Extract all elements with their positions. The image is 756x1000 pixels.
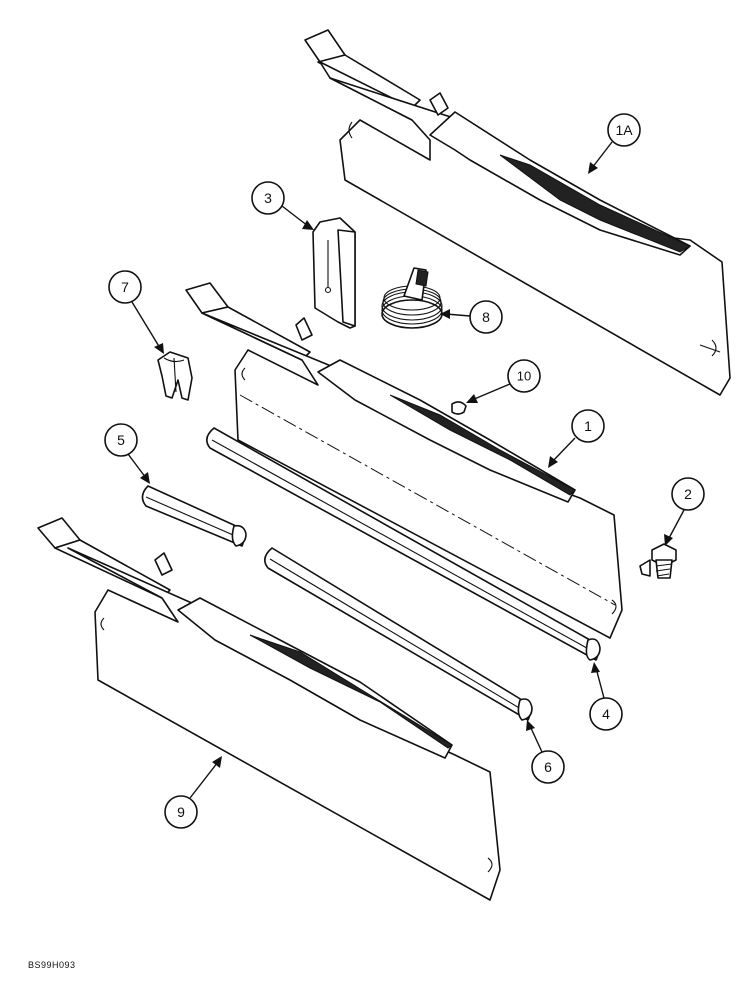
callout-5: 5 (104, 423, 150, 484)
callout-7-circle (108, 270, 142, 304)
callout-8-circle (469, 300, 503, 334)
seal-part-6 (264, 547, 533, 721)
seal-part-5 (141, 485, 247, 547)
callout-3-circle (251, 181, 285, 215)
callout-9: 9 (164, 756, 222, 829)
side-panel-1a (304, 29, 731, 396)
plug-part-10 (451, 401, 467, 415)
callout-1a-circle (607, 113, 641, 147)
callout-10: 10 (466, 359, 541, 403)
callout-2-label: 2 (684, 486, 692, 502)
callout-4-label: 4 (602, 706, 610, 722)
callout-1a: 1A (588, 113, 641, 174)
callout-7: 7 (108, 270, 164, 354)
callout-2-circle (671, 477, 705, 511)
side-panel-9 (37, 517, 501, 901)
callout-1-circle (571, 409, 605, 443)
callout-3: 3 (251, 181, 314, 230)
callout-1: 1 (548, 409, 605, 468)
callout-10-label: 10 (517, 369, 531, 384)
callout-6: 6 (526, 720, 565, 784)
callout-8: 8 (440, 300, 503, 334)
callout-1-label: 1 (584, 418, 592, 434)
bracket-part-3 (312, 217, 356, 329)
callout-6-circle (531, 750, 565, 784)
fastener-part-2 (639, 543, 677, 579)
callout-7-label: 7 (121, 279, 129, 295)
callout-10-circle (507, 359, 541, 393)
callout-8-label: 8 (482, 309, 490, 325)
coil-part-8 (381, 267, 443, 329)
callout-2: 2 (664, 477, 705, 546)
callout-1a-label: 1A (615, 122, 633, 138)
clip-part-7 (157, 351, 193, 401)
callout-6-label: 6 (544, 759, 552, 775)
callout-4: 4 (589, 662, 623, 731)
figure-code: BS99H093 (28, 960, 76, 970)
callout-9-circle (164, 795, 198, 829)
side-panel-1 (185, 282, 623, 639)
seal-part-4 (206, 427, 601, 661)
callout-4-circle (589, 697, 623, 731)
callout-9-label: 9 (177, 804, 185, 820)
callout-5-circle (104, 423, 138, 457)
callout-3-label: 3 (264, 190, 272, 206)
callout-5-label: 5 (117, 432, 125, 448)
